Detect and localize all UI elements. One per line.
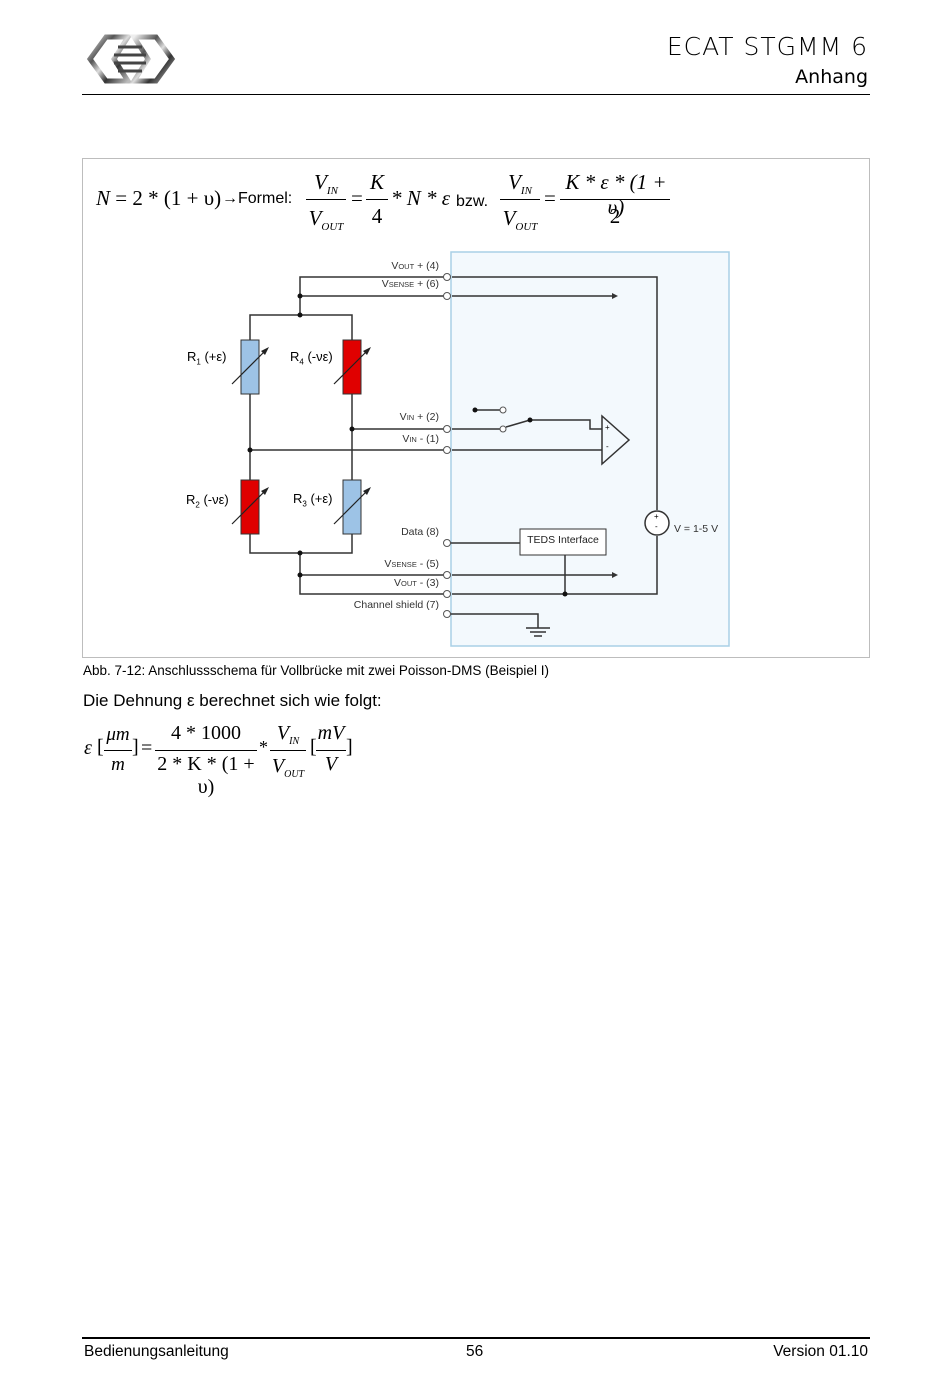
epsilon-symbol: ε bbox=[84, 737, 92, 759]
label-vout-plus: VOUT + (4) bbox=[391, 260, 439, 272]
label-vin-plus: VIN + (2) bbox=[399, 411, 439, 423]
frac-vout-den-2: VOUT bbox=[502, 206, 538, 234]
wire-bridge-top bbox=[249, 296, 301, 340]
terminal-vin-plus bbox=[443, 425, 451, 433]
header-divider bbox=[82, 94, 870, 95]
measurement-module-area bbox=[450, 251, 730, 647]
terminal-vout-minus bbox=[443, 590, 451, 598]
fraction-bar bbox=[306, 199, 346, 200]
label-r1: R1 (+ε) bbox=[187, 349, 227, 367]
label-vsense-plus: VSENSE + (6) bbox=[381, 278, 439, 290]
fraction-bar bbox=[104, 750, 132, 751]
label-channel-shield: Channel shield (7) bbox=[353, 599, 439, 611]
times-sign: * bbox=[259, 737, 268, 757]
figure-frame bbox=[82, 158, 870, 658]
terminal-shield bbox=[443, 610, 451, 618]
label-r3: R3 (+ε) bbox=[293, 491, 333, 509]
equals-sign: = bbox=[351, 186, 363, 210]
document-title: ECAT STGMM 6 bbox=[666, 32, 868, 61]
fraction-bar bbox=[155, 750, 257, 751]
unit2-den: V bbox=[324, 753, 338, 775]
v-out-den: VOUT bbox=[271, 755, 305, 780]
voltage-source-icon bbox=[644, 510, 670, 536]
label-r4: R4 (-νε) bbox=[290, 349, 333, 367]
frac-vout-den: VOUT bbox=[308, 206, 344, 234]
resistor-r2 bbox=[240, 479, 260, 535]
unit-num: μm bbox=[106, 724, 130, 745]
supply-voltage-label: V = 1-5 V bbox=[674, 523, 719, 535]
terminal-vsense-plus bbox=[443, 292, 451, 300]
wire-vout-plus bbox=[299, 276, 446, 296]
amp-plus-label: + bbox=[605, 423, 610, 432]
wire-vout-minus bbox=[299, 575, 446, 595]
bracket-open-2: [ bbox=[310, 736, 317, 758]
footer-document-type: Bedienungsanleitung bbox=[84, 1343, 229, 1360]
label-data: Data (8) bbox=[401, 526, 439, 538]
body-paragraph: Die Dehnung ε berechnet sich wie folgt: bbox=[83, 691, 382, 710]
page-number: 56 bbox=[466, 1343, 484, 1360]
v-in-num: VIN bbox=[276, 722, 300, 747]
label-vsense-minus: VSENSE - (5) bbox=[384, 558, 439, 570]
resistor-r4 bbox=[342, 339, 362, 395]
bracket-open: [ bbox=[97, 736, 104, 758]
resistor-r1 bbox=[240, 339, 260, 395]
main-num: 4 * 1000 bbox=[171, 722, 241, 744]
source-plus-label: + bbox=[654, 512, 659, 521]
terminal-vin-minus bbox=[443, 446, 451, 454]
label-vout-minus: VOUT - (3) bbox=[393, 577, 439, 589]
source-minus-label: - bbox=[655, 522, 658, 531]
resistor-r3 bbox=[342, 479, 362, 535]
equals-sign-2: = bbox=[544, 186, 556, 210]
bzw-label: bzw. bbox=[456, 193, 489, 210]
fraction-bar bbox=[560, 199, 670, 200]
frac-vin-num: VIN bbox=[314, 170, 338, 198]
terminal-data bbox=[443, 539, 451, 547]
teds-interface-box bbox=[519, 528, 607, 556]
terminal-vout-plus bbox=[443, 273, 451, 281]
unit2-num: mV bbox=[317, 722, 345, 744]
footer-version: Version 01.10 bbox=[773, 1343, 868, 1360]
frac-vin-num-2: VIN bbox=[508, 170, 532, 198]
formel-label: →Formel: bbox=[222, 190, 293, 207]
label-vin-minus: VIN - (1) bbox=[402, 433, 439, 445]
fraction-bar bbox=[270, 750, 306, 751]
bracket-close-2: ] bbox=[346, 736, 353, 758]
company-logo bbox=[86, 34, 176, 84]
frac3-num: K * ε * (1 + υ) bbox=[565, 170, 667, 219]
wire-shield bbox=[446, 613, 539, 628]
fraction-bar bbox=[316, 750, 346, 751]
footer-divider bbox=[82, 1337, 870, 1339]
label-r2: R2 (-νε) bbox=[186, 492, 229, 510]
frac3-den: 2 bbox=[609, 204, 621, 228]
fraction-bar bbox=[500, 199, 540, 200]
teds-interface-label: TEDS Interface bbox=[527, 534, 599, 546]
amplifier-symbol bbox=[601, 414, 631, 466]
frac-k-num: K bbox=[369, 170, 384, 194]
main-den: 2 * K * (1 + υ) bbox=[157, 753, 255, 798]
frac-4-den: 4 bbox=[371, 204, 383, 228]
bracket-close: ] bbox=[132, 736, 139, 758]
circuit-diagram bbox=[231, 251, 730, 647]
terminal-vsense-minus bbox=[443, 571, 451, 579]
figure-caption: Abb. 7-12: Anschlussschema für Vollbrück… bbox=[83, 663, 549, 678]
formula-n-definition: N = 2 * (1 + υ) bbox=[96, 186, 222, 210]
section-title: Anhang bbox=[795, 66, 868, 88]
unit-den: m bbox=[111, 754, 125, 775]
amp-minus-label: - bbox=[606, 442, 609, 451]
arrow-icon bbox=[612, 572, 618, 578]
fraction-bar bbox=[366, 199, 388, 200]
formula-tail: * N * ε bbox=[391, 186, 451, 210]
arrow-icon bbox=[612, 293, 618, 299]
equals-sign: = bbox=[141, 737, 153, 759]
